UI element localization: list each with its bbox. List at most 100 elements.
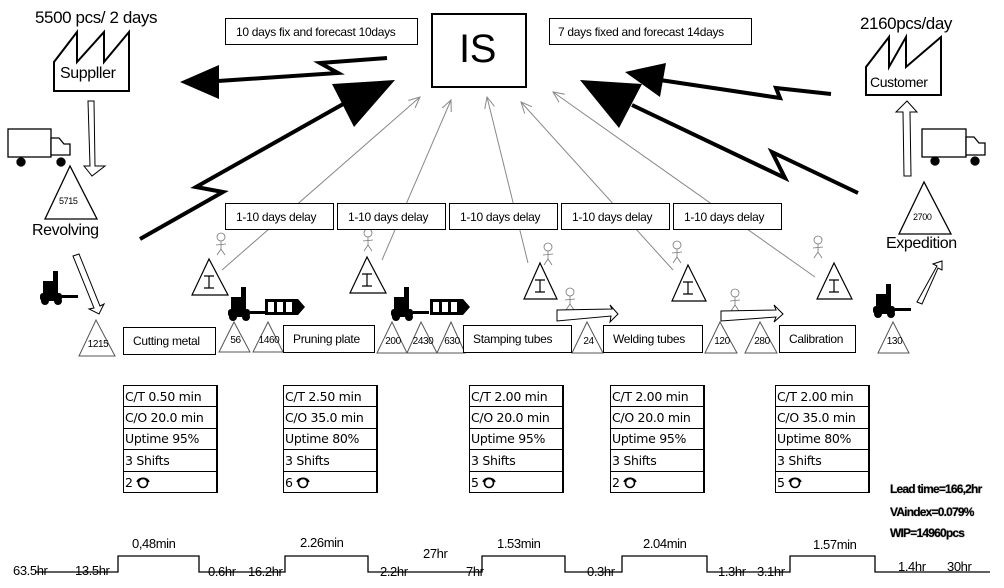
- data-row-ct: C/T 2.00 min: [611, 386, 703, 408]
- push-arrow-icon: [430, 299, 470, 315]
- timeline-ladder: [35, 555, 990, 573]
- inventory-count: 1215: [87, 339, 109, 350]
- inventory-triangles: [78, 318, 910, 357]
- customer-order-box: 7 days fixed and forecast 14days: [549, 18, 752, 45]
- electronic-info-arrow-icon: [180, 56, 388, 99]
- shipment-arrow-icon: [916, 260, 943, 305]
- process-box: Cutting metal: [123, 327, 216, 355]
- operator-count: 6: [285, 474, 293, 490]
- data-row-co: C/O 20.0 min: [124, 407, 216, 429]
- inventory-count: 24: [583, 336, 594, 347]
- expedition-inventory-triangle: [897, 180, 953, 235]
- customer-factory-icon: [865, 33, 942, 96]
- stick-figure-icon: [362, 228, 374, 252]
- electronic-info-arrow-icon: [625, 63, 832, 101]
- data-row-shifts: 3 Shifts: [284, 450, 376, 472]
- timeline-label: 0.6hr: [208, 564, 236, 579]
- data-row-operators: 5: [470, 472, 562, 493]
- timeline-label: 2.2hr: [380, 564, 408, 579]
- kanban-posts: [191, 255, 853, 302]
- control-label: IS: [459, 27, 496, 71]
- data-row-shifts: 3 Shifts: [470, 450, 562, 472]
- customer-rate-label: 2160pcs/day: [860, 14, 953, 33]
- forklifts: [40, 271, 911, 321]
- data-row-uptime: Uptime 80%: [776, 429, 868, 451]
- data-row-uptime: Uptime 95%: [470, 429, 562, 451]
- inventory-count: 120: [714, 336, 730, 347]
- inventory-triangle: [744, 320, 778, 354]
- supplier-name: Suppller: [60, 65, 116, 82]
- data-row-co: C/O 20.0 min: [611, 407, 703, 429]
- stick-figure-icon: [542, 242, 554, 266]
- inventory-count: 630: [444, 336, 460, 347]
- delay-box: 1-10 days delay: [449, 203, 558, 230]
- inventory-count: 130: [886, 336, 903, 347]
- operator-icon: [481, 475, 497, 489]
- data-row-ct: C/T 2.00 min: [776, 386, 868, 408]
- data-row-operators: 6: [284, 472, 376, 493]
- operator-count: 2: [125, 474, 133, 490]
- timeline-label: 0,48min: [132, 536, 176, 551]
- supplier-order-box: 10 days fix and forecast 10days: [225, 18, 418, 45]
- forklift-icon: [391, 287, 429, 321]
- delay-box: 1-10 days delay: [561, 203, 670, 230]
- timeline-label: 30hr: [947, 559, 972, 574]
- truck-icon: [921, 128, 986, 166]
- inventory-triangle: [406, 320, 438, 354]
- timeline-label: 7hr: [466, 564, 484, 579]
- operator-count: 5: [471, 474, 479, 490]
- data-row-uptime: Uptime 80%: [284, 429, 376, 451]
- operator-icon: [787, 475, 803, 489]
- forklift-icon: [873, 284, 911, 318]
- inventory-triangle: [704, 320, 738, 354]
- stick-figure-icon: [671, 240, 683, 264]
- revolving-inventory-triangle: [43, 164, 99, 220]
- data-row-operators: 2: [124, 472, 216, 493]
- delay-box: 1-10 days delay: [337, 203, 446, 230]
- data-row-uptime: Uptime 95%: [611, 429, 703, 451]
- kanban-post-icon: [191, 257, 229, 296]
- data-row-co: C/O 35.0 min: [284, 407, 376, 429]
- process-box: Welding tubes: [603, 325, 703, 353]
- inventory-triangle: [78, 318, 116, 357]
- process-box: Pruning plate: [283, 325, 375, 353]
- stick-figure-icon: [215, 232, 227, 256]
- data-row-operators: 2: [611, 472, 703, 493]
- stick-figure-icon: [812, 235, 824, 259]
- electronic-info-arrow-icon: [139, 80, 395, 241]
- electronic-info-arrow-icon: [580, 80, 859, 195]
- inventory-triangle: [218, 320, 251, 353]
- shipment-arrow-icon: [72, 253, 106, 315]
- va-index-label: VAindex=0.079%: [890, 505, 974, 519]
- operator-count: 2: [612, 474, 620, 490]
- forklift-icon: [228, 287, 266, 321]
- operator-count: 5: [777, 474, 785, 490]
- timeline-label: 1.4hr: [898, 559, 926, 574]
- delay-box: 1-10 days delay: [673, 203, 782, 230]
- data-row-co: C/O 20.0 min: [470, 407, 562, 429]
- stick-figure-icon: [564, 287, 576, 311]
- shipment-arrow-icon: [82, 100, 107, 177]
- inventory-triangle: [571, 320, 604, 354]
- data-row-shifts: 3 Shifts: [124, 450, 216, 472]
- expedition-inventory-count: 2700: [913, 212, 932, 222]
- data-row-operators: 5: [776, 472, 868, 493]
- timeline-label: 63.5hr: [13, 563, 48, 578]
- process-box: Stamping tubes: [463, 325, 572, 353]
- data-row-ct: C/T 2.50 min: [284, 386, 376, 408]
- push-arrow-icon: [265, 299, 305, 315]
- timeline-label: 2.26min: [300, 535, 344, 550]
- timeline-label: 13.5hr: [75, 563, 110, 578]
- kanban-post-icon: [523, 261, 558, 300]
- timeline-label: 1.3hr: [718, 564, 746, 579]
- forklift-icon: [40, 271, 78, 305]
- delay-box: 1-10 days delay: [225, 203, 334, 230]
- data-row-shifts: 3 Shifts: [776, 450, 868, 472]
- supplier-factory-icon: [53, 29, 130, 92]
- data-row-uptime: Uptime 95%: [124, 429, 216, 451]
- shipment-arrow-icon: [894, 100, 919, 177]
- inventory-triangle: [252, 320, 284, 353]
